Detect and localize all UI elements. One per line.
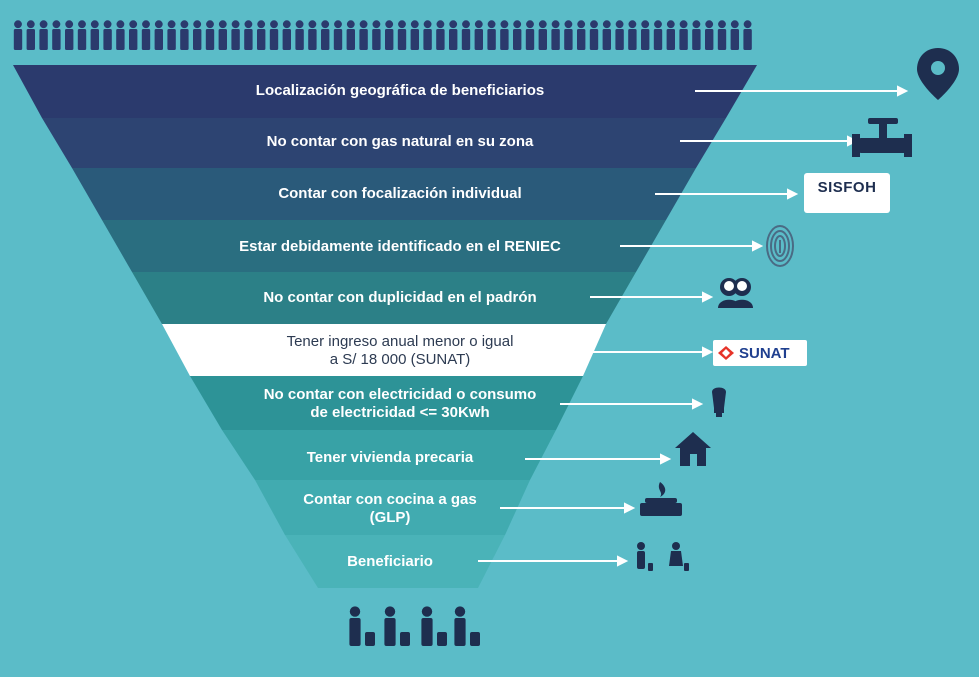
arrowhead-3: [787, 188, 799, 200]
duplicate-people-icon: [718, 278, 753, 308]
funnel-band-7: [190, 376, 583, 430]
gas-pipe-valve-icon: [852, 118, 912, 157]
arrowhead-4: [752, 240, 764, 252]
funnel-label-2: No contar con gas natural en su zona: [266, 133, 534, 150]
funnel-label-1: Localización geográfica de beneficiarios: [255, 82, 545, 99]
funnel-band-9: [255, 480, 530, 535]
crowd-icon: [13, 20, 752, 50]
arrowhead-5: [702, 291, 714, 303]
sunat-logo: SUNAT: [713, 340, 807, 366]
map-pin-icon: [917, 48, 959, 100]
funnel-label-3: Contar con focalización individual: [278, 185, 522, 202]
funnel-band-6: [162, 324, 606, 376]
arrowhead-7: [692, 398, 704, 410]
sisfoh-logo: SISFOH: [804, 173, 890, 213]
gas-stove-icon: [640, 482, 682, 516]
light-bulb-icon: [712, 387, 726, 417]
family-group-icon: [349, 606, 480, 646]
arrowhead-9: [624, 502, 636, 514]
funnel-label-4: Estar debidamente identificado en el REN…: [239, 238, 561, 255]
arrowhead-6: [702, 346, 714, 358]
funnel-label-7: No contar con electricidad o consumo de …: [263, 386, 537, 421]
funnel-band-2: [42, 118, 726, 168]
funnel-band-10: [285, 535, 505, 588]
funnel-band-3: [72, 168, 696, 220]
funnel-band-4: [102, 220, 666, 272]
arrowhead-1: [897, 85, 909, 97]
funnel-label-5: No contar con duplicidad en el padrón: [263, 289, 537, 306]
house-icon: [675, 432, 711, 466]
sunat-logo-name: SUNAT: [739, 344, 790, 362]
funnel-label-6: Tener ingreso anual menor o igual a S/ 1…: [286, 333, 514, 368]
funnel-label-8: Tener vivienda precaria: [306, 449, 474, 466]
family-icon: [637, 542, 689, 571]
funnel-band-1: [13, 65, 757, 118]
funnel-label-10: Beneficiario: [347, 553, 433, 570]
funnel-label-9: Contar con cocina a gas (GLP): [303, 491, 477, 526]
arrowhead-8: [660, 453, 672, 465]
funnel-band-5: [132, 272, 636, 324]
fingerprint-icon: [766, 225, 794, 267]
arrowhead-10: [617, 555, 629, 567]
sisfoh-logo-name: SISFOH: [817, 179, 877, 196]
sunat-logo-mark: [718, 346, 734, 360]
connector-arrows: [478, 85, 909, 567]
funnel-band-8: [222, 430, 556, 480]
